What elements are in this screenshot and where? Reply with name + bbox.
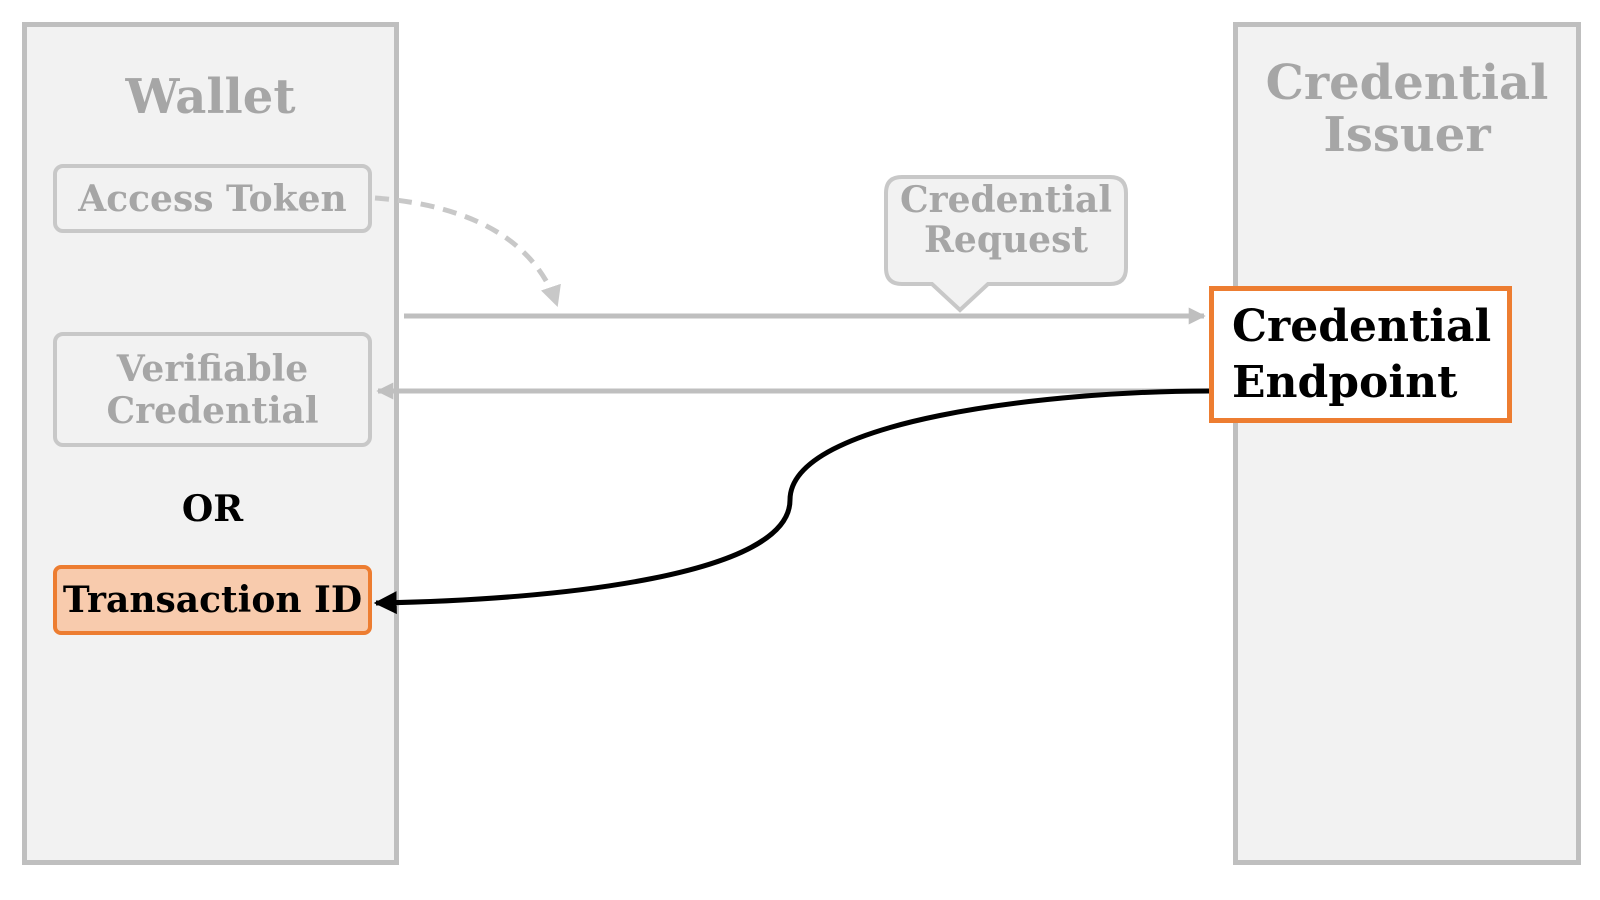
access-token-attach-arrow (374, 195, 561, 307)
credential-issuer-lane: Credential Issuer (1233, 22, 1581, 865)
wallet-lane-title: Wallet (125, 69, 296, 125)
credential-endpoint-box: Credential Endpoint (1209, 286, 1512, 423)
credential-endpoint-label: Credential Endpoint (1232, 300, 1492, 408)
or-label: OR (181, 488, 244, 530)
access-token-box: Access Token (53, 164, 372, 233)
credential-issuer-lane-title: Credential Issuer (1265, 55, 1549, 163)
credential-request-label: Credential Request (899, 179, 1113, 261)
verifiable-credential-box: Verifiable Credential (53, 332, 372, 447)
transaction-id-label: Transaction ID (62, 579, 363, 621)
access-token-label: Access Token (78, 177, 347, 220)
transaction-id-box: Transaction ID (53, 565, 372, 635)
verifiable-credential-label: Verifiable Credential (106, 347, 319, 432)
transaction-id-response-arrow (373, 388, 1210, 615)
credential-request-callout (884, 175, 1128, 313)
